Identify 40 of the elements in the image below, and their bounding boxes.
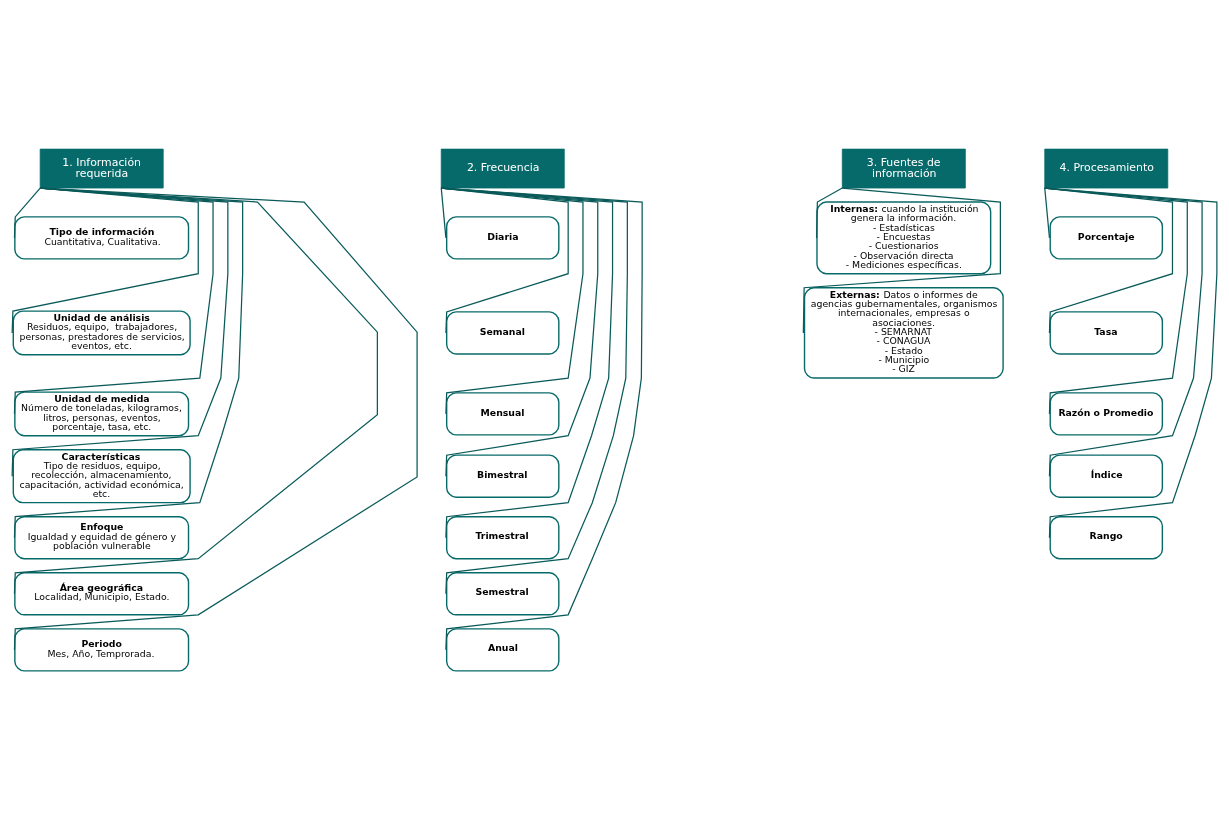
node-box: Unidad de análisis Residuos, equipo, trabajadores, personas, prestadores de servicios, eventos, etc. bbox=[12, 309, 191, 355]
connector bbox=[1044, 186, 1203, 477]
connector bbox=[440, 186, 614, 538]
connector bbox=[440, 186, 628, 594]
node-box: Enfoque Igualdad y equidad de género y población vulnerable bbox=[14, 515, 190, 559]
node-box: Unidad de medida Número de toneladas, kilogramos, litros, personas, eventos, porcentaje, tasa, etc. bbox=[14, 390, 190, 436]
node-box: Mensual bbox=[446, 391, 560, 436]
node-box: Características Tipo de residuos, equipo, recolección, almacenamiento, capacitación, actividad económica, etc. bbox=[12, 448, 191, 503]
node-box: Rango bbox=[1049, 515, 1164, 559]
node-box: Semanal bbox=[446, 310, 560, 355]
connector bbox=[1044, 186, 1174, 334]
connector bbox=[440, 186, 599, 477]
connector bbox=[440, 186, 447, 238]
node-box: Semestral bbox=[446, 571, 560, 615]
connector bbox=[1044, 186, 1218, 538]
connector bbox=[802, 186, 1001, 334]
node-box: Periodo Mes, Año, Temprorada. bbox=[14, 627, 190, 672]
node-box: Internas: cuando la institución genera la información. - Estadísticas - Encuestas - Cuestionarios - Observación directa - Mediciones específicas. bbox=[816, 200, 992, 274]
node-box: Porcentaje bbox=[1049, 215, 1164, 260]
node-box: 3. Fuentes de información bbox=[841, 148, 966, 188]
connector bbox=[440, 186, 643, 650]
node-box: Diaria bbox=[446, 215, 560, 260]
node-box: 4. Procesamiento bbox=[1044, 148, 1169, 188]
node-box: Razón o Promedio bbox=[1049, 391, 1164, 436]
node-box: Tipo de información Cuantitativa, Cualitativa. bbox=[14, 215, 190, 260]
node-box: Anual bbox=[446, 627, 560, 672]
node-box: Tasa bbox=[1049, 310, 1164, 355]
connector bbox=[815, 186, 843, 238]
node-box: Trimestral bbox=[446, 515, 560, 559]
node-box: 1. Información requerida bbox=[39, 148, 164, 188]
node-box: 2. Frecuencia bbox=[440, 148, 565, 188]
node-box: Área geográfica Localidad, Municipio, Estado. bbox=[14, 571, 190, 615]
connector bbox=[1044, 186, 1188, 414]
node-box: Índice bbox=[1049, 453, 1164, 498]
connector bbox=[1044, 186, 1051, 238]
connector bbox=[13, 186, 41, 238]
connector bbox=[440, 186, 584, 414]
node-box: Bimestral bbox=[446, 453, 560, 498]
connector bbox=[440, 186, 569, 334]
node-box: Externas: Datos o informes de agencias gubernamentales, organismos internacionales, empresas o asociaciones. - SEMARNAT - CONAGUA - Estado - Municipio - GIZ bbox=[803, 286, 1004, 379]
